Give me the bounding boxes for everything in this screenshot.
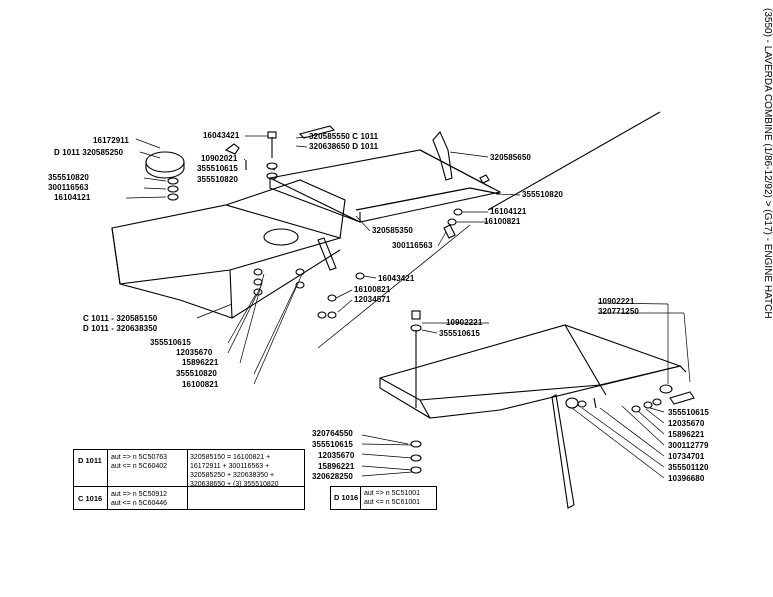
part-label: 10396680 [668, 474, 705, 483]
part-label: 15896221 [182, 358, 219, 367]
part-label: 320585650 [490, 153, 531, 162]
part-label: 355510615 [197, 164, 238, 173]
part-label: 16100821 [182, 380, 219, 389]
part-label: 16104121 [54, 193, 91, 202]
part-label: 12035670 [668, 419, 705, 428]
page-title: (3550) - LAVERDA COMBINE (1/86-12/92) > … [762, 8, 773, 319]
part-label: 16100821 [484, 217, 521, 226]
part-label: 16043421 [203, 131, 240, 140]
table-line: aut <= n 5C60402 [111, 463, 168, 470]
part-label: 16104121 [490, 207, 527, 216]
part-label: 10902221 [446, 318, 483, 327]
part-label: 300112779 [668, 441, 709, 450]
part-label: 355510615 [439, 329, 480, 338]
table-line: aut => n 5C50912 [111, 491, 168, 498]
part-label: 320638650 D 1011 [309, 142, 379, 151]
table-note: 320585150 = 16100821 + [190, 454, 271, 461]
table-line: aut <= n 5C61001 [364, 499, 421, 506]
part-label: C 1011 - 320585150 [83, 314, 158, 323]
part-label: 16043421 [378, 274, 415, 283]
table-line: aut => n 5C51001 [364, 490, 421, 497]
part-label: 10902021 [201, 154, 238, 163]
part-label: 15896221 [668, 430, 705, 439]
part-label: 16100821 [354, 285, 391, 294]
table-code: C 1016 [78, 494, 103, 503]
part-label: 355510820 [176, 369, 217, 378]
part-label: 10902221 [598, 297, 635, 306]
reference-table-right: D 1016 aut => n 5C51001 aut <= n 5C61001 [330, 486, 437, 510]
part-label: 12035670 [318, 451, 355, 460]
part-label: 355510615 [150, 338, 191, 347]
part-label: 355510820 [197, 175, 238, 184]
table-line: aut <= n 5C60446 [111, 500, 168, 507]
part-label: 15896221 [318, 462, 355, 471]
part-label: 320585350 [372, 226, 413, 235]
table-line: aut => n 5C50763 [111, 454, 168, 461]
part-label: 355510820 [522, 190, 563, 199]
part-label: 16172911 [93, 136, 129, 145]
part-label: 320585550 C 1011 [309, 132, 379, 141]
part-label: D 1011 320585250 [54, 148, 124, 157]
reference-table-left: D 1011 aut => n 5C50763 aut <= n 5C60402… [73, 449, 305, 510]
table-note: 320638650 + (3) 355510820 [190, 481, 279, 488]
part-label: 12035670 [176, 348, 213, 357]
part-label: 300116563 [392, 241, 433, 250]
part-label: 12034571 [354, 295, 391, 304]
part-label: 300116563 [48, 183, 89, 192]
part-label: 10734701 [668, 452, 705, 461]
table-note: 16172911 + 300116563 + [190, 463, 270, 470]
part-label: 355510615 [668, 408, 709, 417]
part-label: 320628250 [312, 472, 353, 481]
table-code: D 1016 [334, 493, 359, 502]
part-label: 355510615 [312, 440, 353, 449]
part-label: 355501120 [668, 463, 709, 472]
table-note: 320585250 + 320638350 + [190, 472, 275, 479]
part-label: D 1011 - 320638350 [83, 324, 158, 333]
part-label: 320764550 [312, 429, 353, 438]
part-label: 320771250 [598, 307, 639, 316]
part-label: 355510820 [48, 173, 89, 182]
table-code: D 1011 [78, 456, 102, 465]
